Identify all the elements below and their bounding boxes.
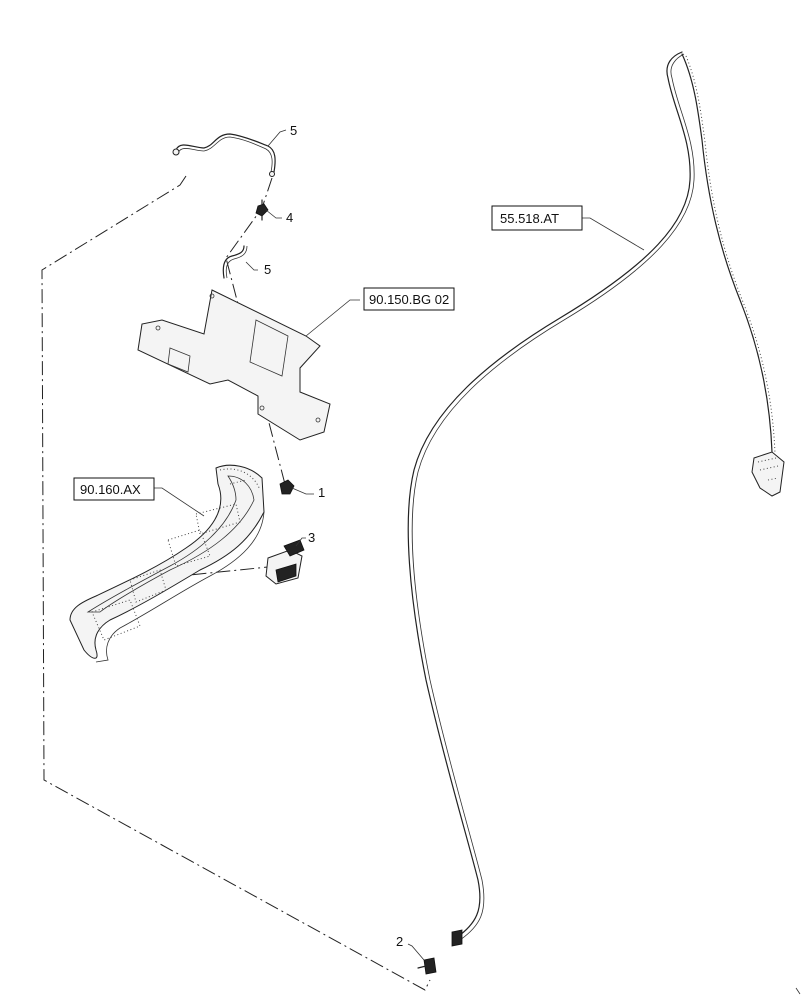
wire-end-cap [269, 171, 275, 177]
reference-box-panel[interactable]: 90.160.AX [73, 477, 155, 501]
leader-harness-ref [582, 217, 645, 251]
reference-harness-label: 55.518.AT [500, 211, 559, 226]
reference-box-bracket[interactable]: 90.150.BG 02 [363, 287, 455, 311]
console-panel [69, 464, 265, 659]
bracket-hole [209, 293, 215, 299]
bracket-hole [259, 405, 265, 411]
harness-branch-inner [685, 55, 776, 455]
wire-segment-lower-inner [225, 245, 248, 279]
leader-item-1 [291, 487, 314, 495]
assembly-path-main [41, 175, 431, 991]
assembly-path-switch [179, 565, 279, 577]
corner-mark [795, 987, 801, 995]
switch-side [275, 563, 297, 583]
harness-cable [407, 51, 691, 939]
reference-bracket-label: 90.150.BG 02 [369, 292, 449, 307]
harness-end-terminal [451, 929, 463, 947]
leader-item-4 [265, 209, 282, 219]
leader-item-2 [407, 943, 425, 961]
harness-cable-inner [411, 53, 695, 941]
console-panel-bottom [95, 511, 265, 663]
wire-segment-lower [222, 245, 245, 279]
callout-item-3: 3 [308, 530, 315, 545]
callout-item-5-top: 5 [290, 123, 297, 138]
wire-end-cap [172, 148, 180, 156]
switch-face [283, 539, 305, 557]
connector-item-1 [279, 479, 295, 495]
callout-item-5-lower: 5 [264, 262, 271, 277]
callout-item-2: 2 [396, 934, 403, 949]
callout-item-4: 4 [286, 210, 293, 225]
leader-item-5-lower [245, 261, 258, 271]
bracket-slot [167, 347, 191, 373]
console-panel-rim [91, 468, 261, 641]
callout-item-1: 1 [318, 485, 325, 500]
reference-box-harness[interactable]: 55.518.AT [491, 205, 583, 231]
connector-item-2 [423, 957, 437, 975]
bracket-plate [137, 289, 331, 441]
leader-item-3 [295, 537, 306, 547]
reference-panel-label: 90.160.AX [80, 482, 141, 497]
leader-item-5-top [267, 129, 287, 147]
bracket-hole [315, 417, 321, 423]
leader-bracket-ref [305, 299, 360, 337]
harness-branch [681, 53, 773, 469]
wire-segment-top-inner [177, 136, 273, 173]
connector-item-2-pin [417, 965, 427, 969]
harness-connector [751, 451, 785, 497]
leader-panel-ref [154, 487, 205, 517]
bracket-hole [155, 325, 161, 331]
bracket-detail [249, 319, 289, 377]
console-panel-face [86, 475, 255, 613]
wire-segment-top [175, 133, 276, 173]
